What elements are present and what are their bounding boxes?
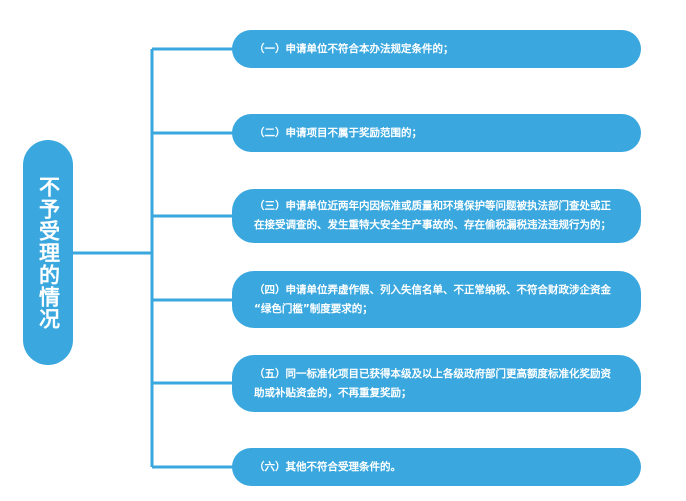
root-node: 不予受理的情况 xyxy=(23,140,73,365)
condition-text: （三）申请单位近两年内因标准或质量和环境保护等问题被执法部门查处或正 在接受调查… xyxy=(254,200,611,231)
condition-text: （四）申请单位弄虚作假、列入失信名单、不正常纳税、不符合财政涉企资金 “绿色门槛… xyxy=(254,283,611,315)
condition-item-6: （六）其他不符合受理条件的。 xyxy=(232,448,641,486)
condition-text: （二）申请项目不属于奖励范围的； xyxy=(254,126,422,139)
condition-item-1: （一）申请单位不符合本办法规定条件的； xyxy=(232,30,641,68)
condition-item-5: （五）同一标准化项目已获得本级及以上各级政府部门更高额度标准化奖励资 助或补贴资… xyxy=(232,355,641,412)
condition-text: （一）申请单位不符合本办法规定条件的； xyxy=(254,42,454,55)
root-title: 不予受理的情况 xyxy=(36,175,61,330)
condition-text: （六）其他不符合受理条件的。 xyxy=(254,460,401,473)
condition-item-2: （二）申请项目不属于奖励范围的； xyxy=(232,114,641,152)
condition-item-4: （四）申请单位弄虚作假、列入失信名单、不正常纳税、不符合财政涉企资金 “绿色门槛… xyxy=(232,271,641,328)
condition-text: （五）同一标准化项目已获得本级及以上各级政府部门更高额度标准化奖励资 助或补贴资… xyxy=(254,367,611,399)
condition-item-3: （三）申请单位近两年内因标准或质量和环境保护等问题被执法部门查处或正 在接受调查… xyxy=(232,189,641,243)
